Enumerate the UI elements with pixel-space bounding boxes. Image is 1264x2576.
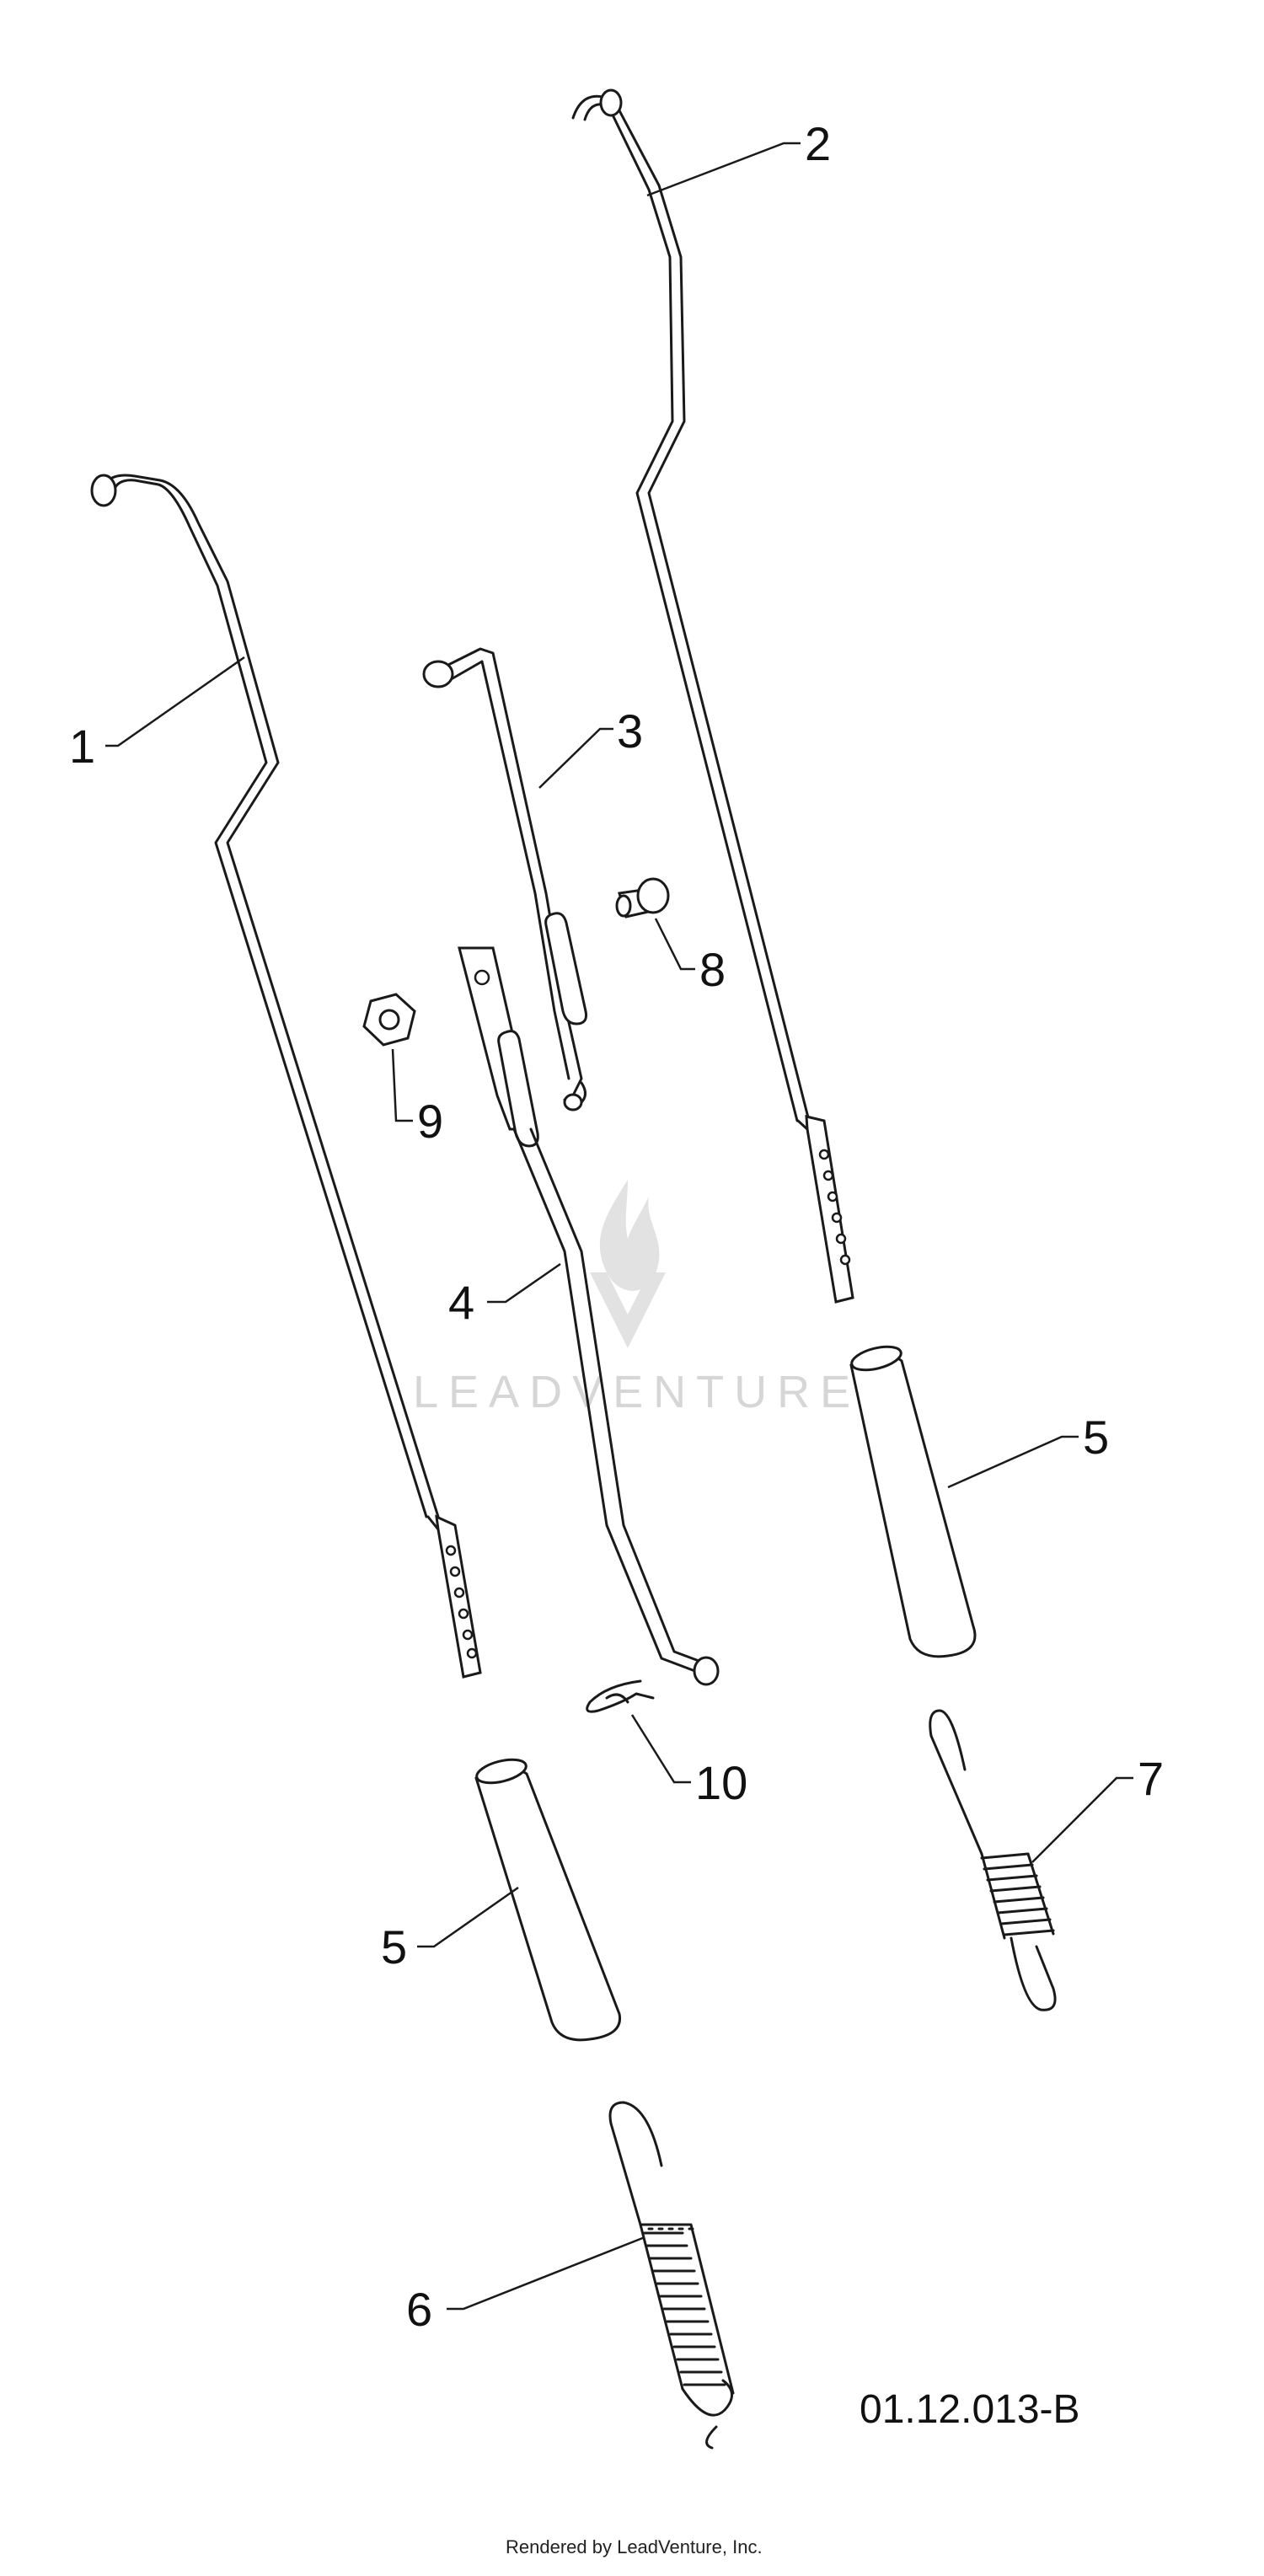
- part-3-rod: [422, 647, 587, 1111]
- part-5-sleeve-lower: [474, 1758, 622, 2042]
- leader-5b: [417, 1886, 519, 1948]
- leader-1: [105, 656, 245, 747]
- leader-4: [487, 1262, 561, 1304]
- render-credit: Rendered by LeadVenture, Inc.: [506, 2536, 763, 2557]
- leader-3: [538, 727, 613, 789]
- watermark-text: LEADVENTURE: [413, 1367, 860, 1417]
- part-7-spring: [929, 1709, 1057, 2011]
- leader-8: [654, 918, 695, 971]
- leader-6: [447, 2236, 645, 2311]
- callout-7: 7: [1138, 1752, 1164, 1805]
- part-6-spring: [608, 2101, 735, 2450]
- part-4-rod: [458, 946, 720, 1686]
- leader-7: [1031, 1776, 1133, 1863]
- callout-6: 6: [406, 2283, 432, 2336]
- part-5-sleeve-upper: [849, 1345, 977, 1658]
- part-8-pin: [615, 877, 670, 918]
- part-2-rod: [571, 88, 854, 1304]
- callout-5-upper: 5: [1083, 1411, 1109, 1464]
- leader-9: [391, 1048, 413, 1122]
- callout-9: 9: [417, 1095, 443, 1148]
- callout-3: 3: [617, 704, 643, 758]
- callout-4: 4: [448, 1276, 474, 1329]
- watermark-chevron-icon: [590, 1272, 666, 1348]
- callout-1: 1: [69, 720, 95, 773]
- watermark-flame-icon: [599, 1180, 660, 1291]
- drawing-id: 01.12.013-B: [860, 2387, 1080, 2432]
- leader-lines: [105, 142, 1133, 2311]
- leader-10: [630, 1714, 691, 1784]
- callout-5-lower: 5: [381, 1920, 407, 1974]
- callout-2: 2: [805, 117, 831, 170]
- watermark: LEADVENTURE: [413, 1180, 860, 1417]
- callout-8: 8: [699, 943, 726, 996]
- part-10-clip: [586, 1679, 655, 1713]
- leader-2: [646, 142, 801, 197]
- callout-10: 10: [695, 1756, 747, 1809]
- callouts: 1 2 3 4 5 5 6 7 8 9 10: [69, 117, 1164, 2336]
- part-1-rod: [90, 474, 482, 1679]
- leader-5a: [947, 1435, 1079, 1489]
- part-9-nut: [362, 993, 416, 1047]
